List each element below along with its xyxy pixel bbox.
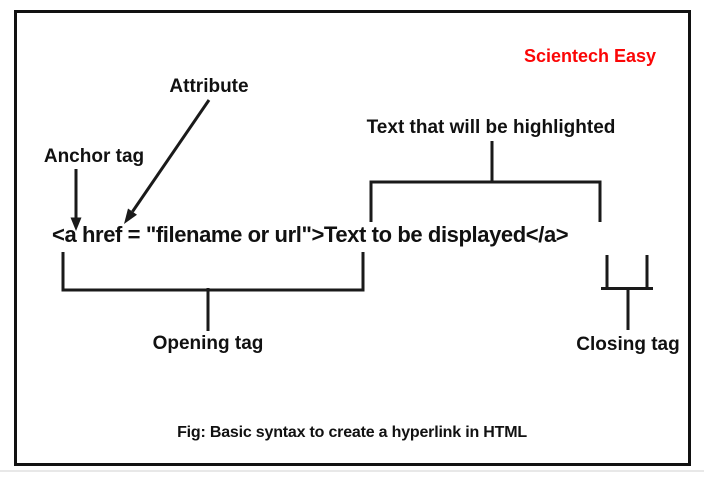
- highlighted-text-bracket: [369, 141, 602, 222]
- attribute-label: Attribute: [169, 76, 249, 97]
- figure-frame: [14, 10, 691, 466]
- opening-tag-label: Opening tag: [152, 333, 264, 354]
- figure-caption: Fig: Basic syntax to create a hyperlink …: [177, 424, 527, 441]
- arrowhead-down-icon: [70, 217, 82, 231]
- closing-tag-bracket: [601, 255, 653, 330]
- attribute-arrow: [124, 99, 211, 224]
- brand-watermark: Scientech Easy: [523, 46, 657, 66]
- arrowhead-diagonal-icon: [124, 208, 137, 224]
- anchor-tag-label: Anchor tag: [43, 146, 145, 167]
- highlighted-text-label: Text that will be highlighted: [366, 117, 616, 138]
- anchor-tag-arrow: [70, 169, 82, 231]
- closing-tag-label: Closing tag: [576, 334, 680, 355]
- page-bottom-divider: [0, 470, 704, 472]
- opening-tag-bracket: [61, 252, 365, 331]
- code-snippet: <a href = "filename or url">Text to be d…: [52, 222, 569, 247]
